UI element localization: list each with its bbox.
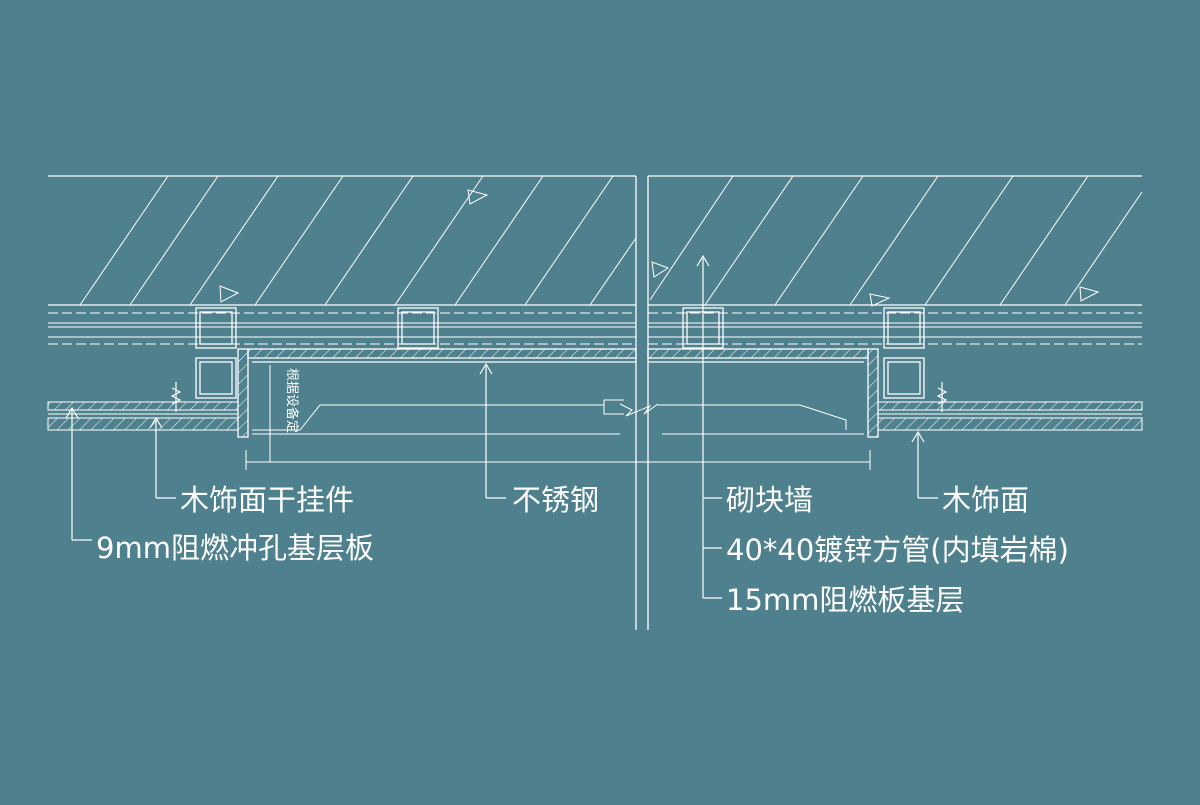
hanger-screws bbox=[170, 382, 948, 412]
label-perforated-board: 9mm阻燃冲孔基层板 bbox=[96, 531, 374, 565]
label-fire-board: 15mm阻燃板基层 bbox=[726, 583, 964, 617]
stainless-steel-frame bbox=[237, 348, 879, 438]
note-vertical-annotation: 根据设备定 bbox=[284, 368, 300, 433]
block-wall-outline bbox=[48, 175, 1142, 630]
wood-finish-panels bbox=[47, 401, 1143, 431]
cladding-layers bbox=[48, 312, 1142, 345]
label-galvanized-tube: 40*40镀锌方管(内填岩棉) bbox=[726, 533, 1069, 567]
label-block-wall: 砌块墙 bbox=[726, 483, 813, 517]
label-stainless-steel: 不锈钢 bbox=[512, 483, 599, 517]
label-wood-finish: 木饰面 bbox=[942, 483, 1029, 517]
label-wood-hanger: 木饰面干挂件 bbox=[180, 483, 354, 517]
inner-device-panel bbox=[252, 399, 864, 435]
wall-stone-markers bbox=[219, 189, 1100, 307]
leader-arrows bbox=[65, 254, 938, 599]
dimension-line bbox=[245, 365, 871, 470]
galvanized-square-tubes bbox=[195, 307, 925, 399]
wall-hatching bbox=[79, 175, 1143, 306]
